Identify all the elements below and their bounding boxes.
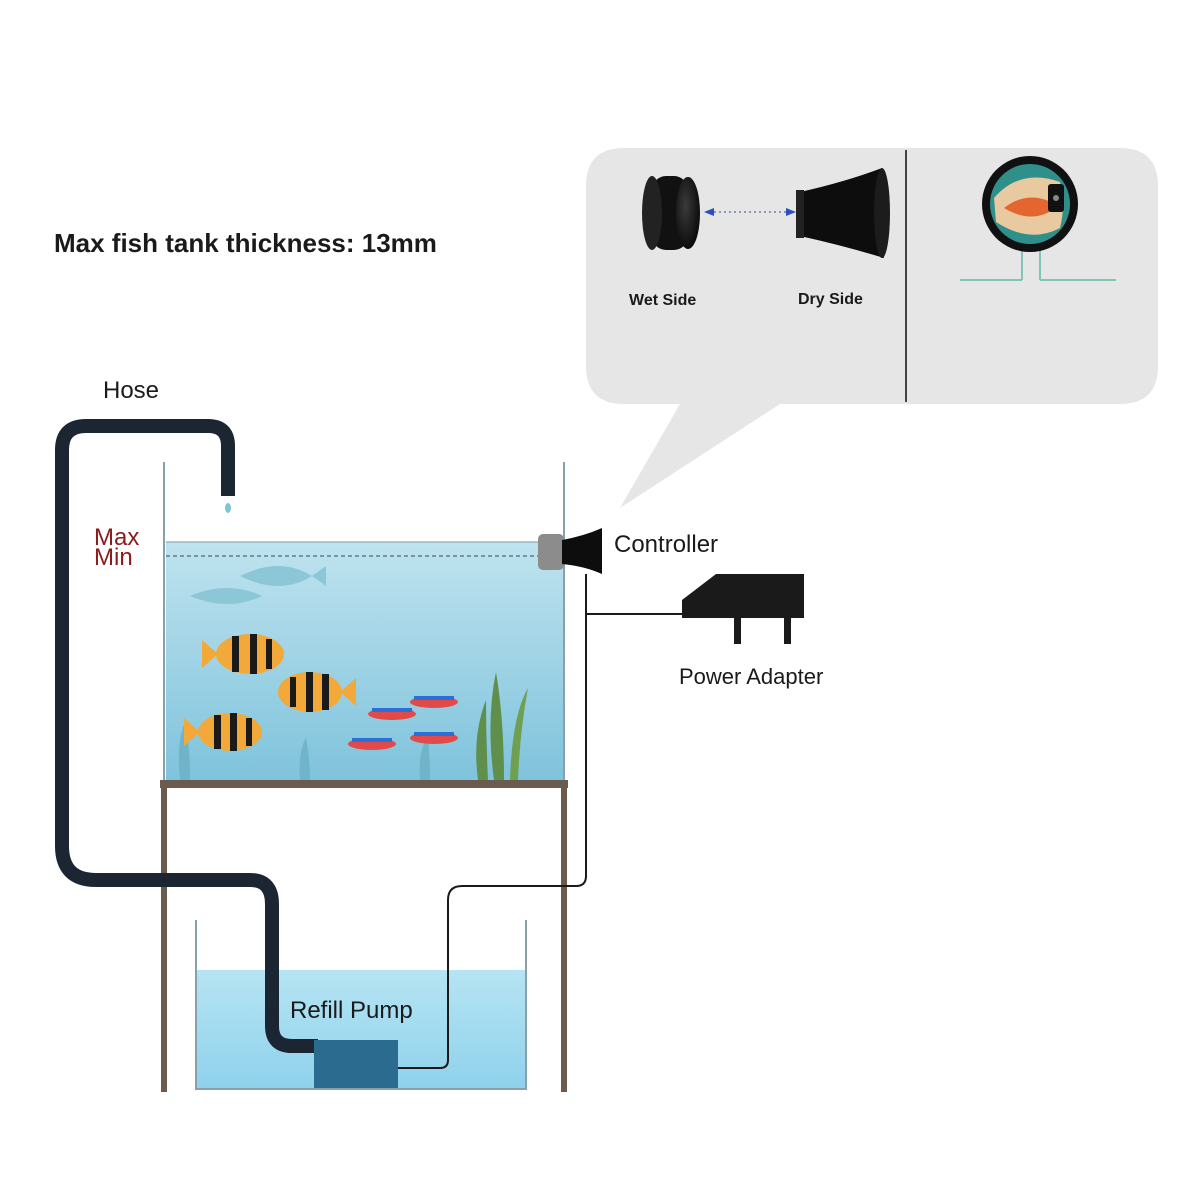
wet-side-sensor — [642, 176, 700, 250]
water-drop — [225, 503, 231, 513]
dry-side-sensor — [796, 168, 890, 258]
refill-pump — [314, 1040, 398, 1088]
min-level-label: Min — [94, 544, 133, 571]
controller-front-view — [960, 156, 1116, 281]
dry-side-label: Dry Side — [798, 291, 863, 308]
neon-tetra-fish — [348, 696, 458, 750]
wet-side-label: Wet Side — [629, 292, 696, 309]
hose — [55, 419, 318, 1053]
refill-pump-label: Refill Pump — [290, 997, 413, 1024]
tiger-barb-fish — [184, 634, 356, 751]
max-level-label: Max — [94, 524, 139, 551]
hose-outlet — [221, 482, 235, 496]
controller-label: Controller — [614, 531, 718, 558]
aquarium-stand — [160, 780, 568, 1092]
controller — [538, 528, 602, 574]
hose-label: Hose — [103, 377, 159, 404]
power-adapter — [682, 574, 804, 644]
power-adapter-label: Power Adapter — [679, 664, 823, 689]
title: Max fish tank thickness: 13mm — [54, 228, 437, 258]
magnet-alignment-arrow — [704, 208, 796, 216]
pump-cable — [398, 574, 587, 1069]
